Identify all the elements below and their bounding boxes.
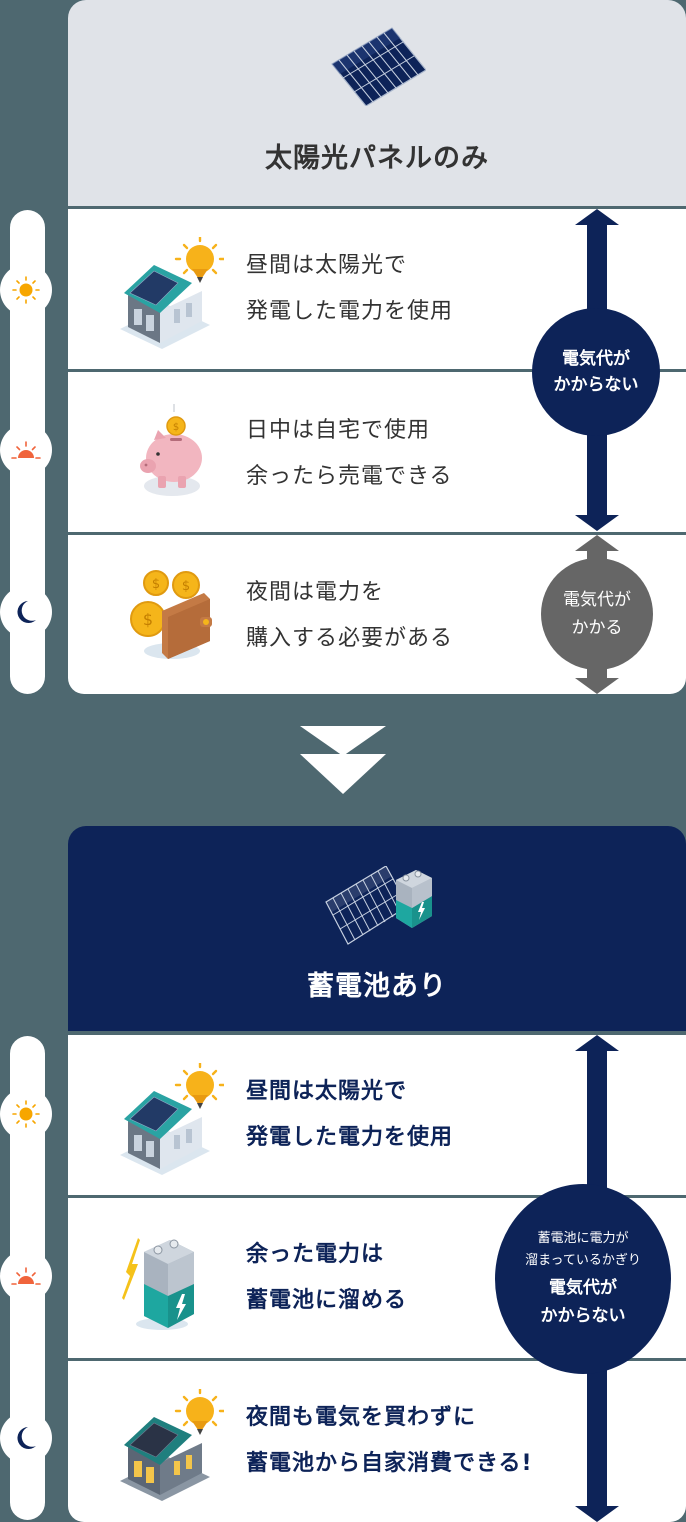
house-solar-bulb-icon: [120, 237, 224, 349]
svg-text:$: $: [173, 422, 179, 433]
section-with-battery: 蓄電池あり: [68, 826, 686, 1031]
cost-free-badge: 電気代が かからない: [532, 308, 660, 436]
row-description: 昼間は太陽光で 発電した電力を使用: [246, 1079, 454, 1150]
piggy-bank-icon: $: [140, 404, 202, 496]
svg-text:$: $: [152, 577, 160, 592]
row-day: 昼間は太陽光で 発電した電力を使用: [68, 1035, 686, 1195]
time-badge-day: [0, 264, 52, 316]
battery-lightning-icon: [122, 1238, 194, 1330]
time-badge-night: [0, 1412, 52, 1464]
cost-charged-badge: 電気代が かかる: [541, 558, 653, 670]
time-badge-sunset: [0, 1250, 52, 1302]
time-badge-sunset: [0, 424, 52, 476]
row-description: 夜間も電気を買わずに 蓄電池から自家消費できる!: [246, 1405, 533, 1476]
section-solar-only: 太陽光パネルのみ: [68, 0, 686, 206]
double-chevron-down-icon: [300, 726, 386, 794]
time-badge-night: [0, 586, 52, 638]
house-solar-bulb-icon: [120, 1063, 224, 1175]
moon-icon: [17, 601, 36, 623]
sun-icon: [12, 276, 40, 304]
moon-icon: [17, 1427, 36, 1449]
section-title: 蓄電池あり: [307, 971, 447, 1002]
row-description: 余った電力は 蓄電池に溜める: [246, 1242, 408, 1313]
row-description: 昼間は太陽光で 発電した電力を使用: [246, 253, 454, 324]
row-night: 夜間も電気を買わずに 蓄電池から自家消費できる!: [68, 1361, 686, 1522]
solar-panel-battery-icon: [325, 866, 432, 945]
svg-text:$: $: [182, 579, 190, 594]
time-badge-day: [0, 1088, 52, 1140]
solar-panel-icon: [331, 27, 426, 106]
row-description: 日中は自宅で使用 余ったら売電できる: [246, 418, 453, 489]
cost-free-badge: 蓄電池に電力が 溜まっているかぎり 電気代が かからない: [495, 1184, 671, 1374]
sunset-icon: [11, 441, 41, 459]
sunset-icon: [11, 1267, 41, 1285]
svg-text:$: $: [143, 610, 153, 629]
sun-icon: [12, 1100, 40, 1128]
section-title: 太陽光パネルのみ: [265, 143, 489, 174]
wallet-coins-icon: $ $ $: [130, 570, 212, 659]
house-night-bulb-icon: [120, 1389, 224, 1501]
row-description: 夜間は電力を 購入する必要がある: [246, 580, 454, 651]
